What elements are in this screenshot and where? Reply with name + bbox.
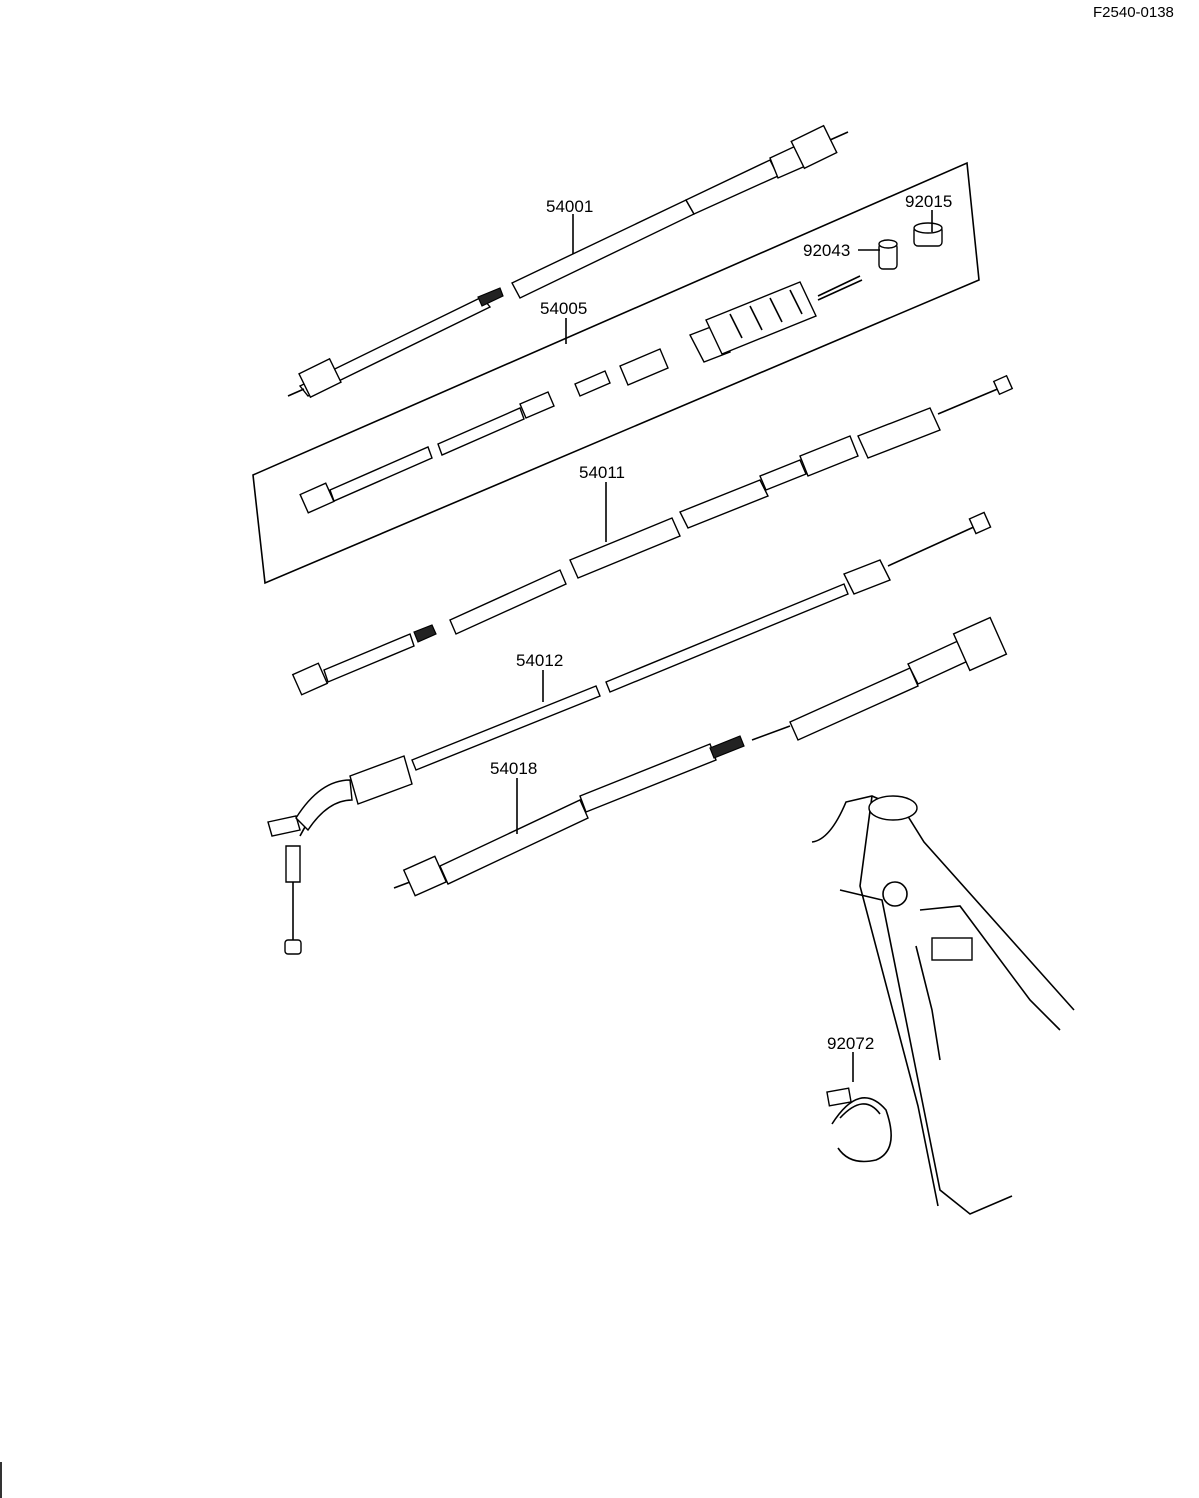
cable-54011 — [291, 374, 1014, 696]
cable-54005 — [299, 275, 863, 514]
label-92015: 92015 — [905, 192, 952, 211]
label-54018: 54018 — [490, 759, 537, 778]
part-92015-drawing — [913, 222, 943, 247]
frame-drawing — [811, 795, 1075, 1215]
part-92043-drawing — [878, 239, 898, 270]
label-54012: 54012 — [516, 651, 563, 670]
clamp-92072-drawing — [826, 1087, 892, 1163]
label-92043: 92043 — [803, 241, 850, 260]
group-box-54005 — [252, 161, 980, 585]
reference-code: F2540-0138 — [1093, 4, 1174, 21]
cable-54001 — [287, 124, 849, 399]
label-54005: 54005 — [540, 299, 587, 318]
label-54001: 54001 — [546, 197, 593, 216]
cable-54012 — [267, 511, 992, 955]
label-54011: 54011 — [579, 463, 625, 482]
label-92072: 92072 — [827, 1034, 874, 1053]
cable-54018 — [393, 616, 1008, 897]
